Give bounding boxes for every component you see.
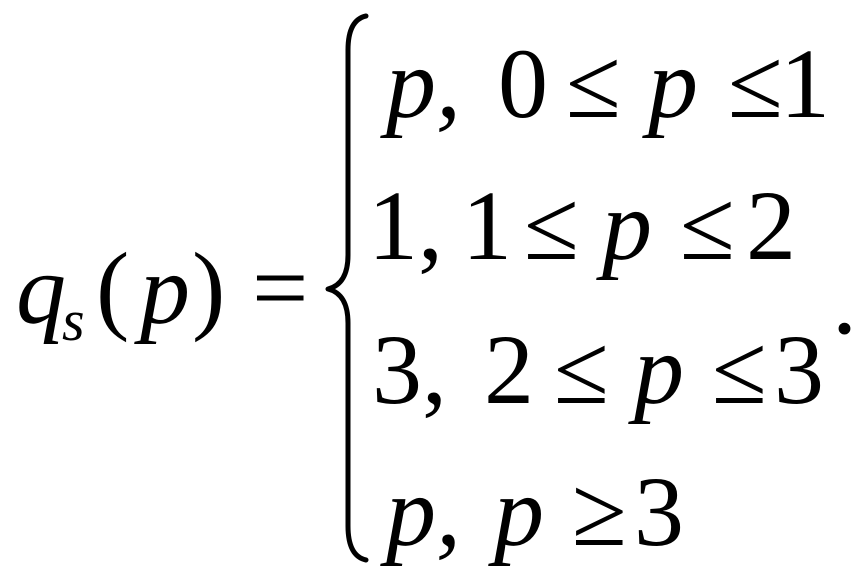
case-1-upper-bound: 1 bbox=[780, 28, 830, 139]
lhs-argument: p bbox=[140, 234, 190, 345]
equals-sign: = bbox=[252, 232, 309, 343]
case-3-variable: p bbox=[634, 314, 684, 425]
lhs-subscript: s bbox=[62, 288, 85, 353]
case-2-relation-2: ≤ bbox=[680, 170, 735, 281]
case-1-lower-bound: 0 bbox=[498, 28, 548, 139]
case-4-value: p, bbox=[386, 456, 461, 567]
case-2-variable: p bbox=[602, 170, 652, 281]
case-1-relation-1: ≤ bbox=[566, 28, 621, 139]
case-2-relation-1: ≤ bbox=[524, 170, 579, 281]
case-1-variable: p bbox=[648, 28, 698, 139]
case-3-relation-2: ≤ bbox=[712, 314, 767, 425]
case-4-relation: ≥ bbox=[572, 456, 627, 567]
lhs-close-paren: ) bbox=[192, 232, 226, 343]
case-2-lower-bound: 1 bbox=[462, 170, 512, 281]
case-3-upper-bound: 3 bbox=[774, 314, 824, 425]
case-1-value: p, bbox=[386, 28, 461, 139]
lhs-function-symbol: q bbox=[16, 234, 66, 345]
case-4-variable: p bbox=[494, 456, 544, 567]
case-4-bound: 3 bbox=[634, 456, 684, 567]
left-curly-brace bbox=[325, 13, 369, 563]
case-1-relation-2: ≤ bbox=[728, 28, 783, 139]
case-3-value: 3, bbox=[372, 314, 447, 425]
case-2-value: 1, bbox=[368, 170, 443, 281]
case-2-upper-bound: 2 bbox=[746, 170, 796, 281]
formula-period: . bbox=[832, 244, 857, 355]
lhs-open-paren: ( bbox=[96, 232, 130, 343]
case-3-relation-1: ≤ bbox=[554, 314, 609, 425]
case-3-lower-bound: 2 bbox=[484, 314, 534, 425]
